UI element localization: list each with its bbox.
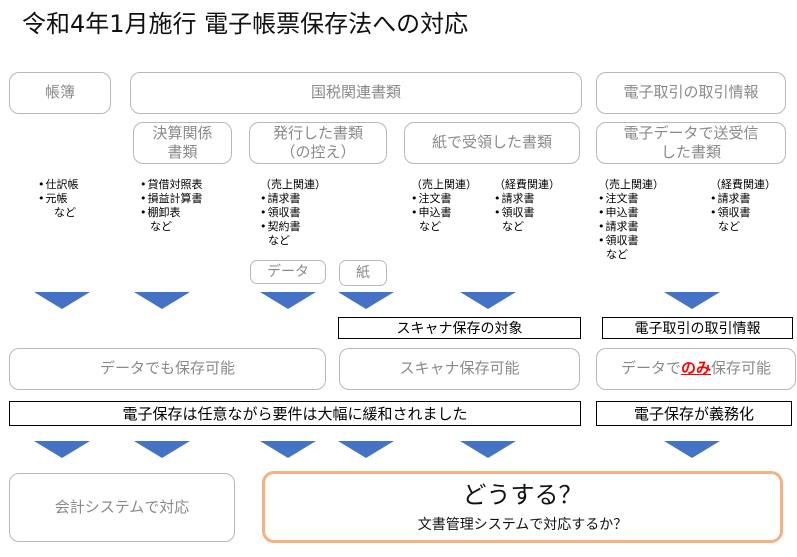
list-header: （売上関連） (598, 178, 664, 191)
list-item: 申込書 (598, 206, 664, 220)
hakko-box: 発行した書類（の控え） (249, 122, 387, 164)
data-tag: データ (250, 260, 326, 284)
list-item: など (150, 220, 172, 233)
chobo-list: 仕訳帳 元帳 など (38, 178, 79, 220)
data-tag-label: データ (267, 263, 309, 280)
kokuzei-label: 国税関連書類 (310, 83, 401, 102)
juryo-keihi-list: （経費関連） 請求書 領収書 など (494, 178, 560, 234)
data-only-label: データでのみ保存可能 (621, 359, 771, 379)
kokuzei-box: 国税関連書類 (130, 72, 582, 114)
list-item: 注文書 (411, 192, 477, 206)
down-arrow-icon (134, 441, 190, 458)
list-header: （経費関連） (494, 178, 560, 191)
kami-tag: 紙 (339, 260, 387, 286)
kessan-line2: 書類 (167, 143, 198, 161)
kaikei-box: 会計システムで対応 (9, 473, 235, 542)
hakko-line1: 発行した書類 (272, 123, 363, 142)
list-item: など (606, 248, 628, 261)
question-subtitle: 文書管理システムで対応するか？ (417, 517, 628, 533)
down-arrow-icon (34, 441, 90, 458)
data-hozon-box: データでも保存可能 (9, 348, 326, 390)
down-arrow-icon (338, 441, 394, 458)
list-header: （売上関連） (411, 178, 477, 191)
denshi-torihiki-box: 電子取引の取引情報 (596, 72, 786, 114)
list-item: 仕訳帳 (38, 178, 79, 192)
hakko-line2: （の控え） (280, 143, 356, 161)
scanner-hozon-label: スキャナ保存可能 (399, 359, 520, 378)
denshi-keihi-list: （経費関連） 請求書 領収書 など (710, 178, 776, 234)
data-only-pre: データで (620, 359, 681, 378)
gimuka-bar: 電子保存が義務化 (596, 401, 792, 426)
down-arrow-icon (460, 441, 516, 458)
scanner-hozon-box: スキャナ保存可能 (339, 348, 580, 390)
juryo-uriage-list: （売上関連） 注文書 申込書 など (411, 178, 477, 234)
data-only-post: 保存可能 (711, 359, 772, 378)
list-item: など (502, 220, 524, 233)
list-item: 損益計算書 (140, 192, 203, 206)
chobo-box: 帳簿 (9, 72, 111, 114)
list-item: など (419, 220, 441, 233)
gimuka-text: 電子保存が義務化 (633, 405, 754, 423)
list-item: 請求書 (494, 192, 560, 206)
list-header: （売上関連） (260, 178, 326, 191)
denshi-uriage-list: （売上関連） 注文書 申込書 請求書 領収書 など (598, 178, 664, 262)
list-item: など (54, 206, 76, 219)
chobo-label: 帳簿 (44, 83, 75, 102)
data-only-emphasis: のみ (680, 359, 711, 378)
denshi-torihiki-info-label: 電子取引の取引情報 (602, 317, 793, 339)
list-item: 申込書 (411, 206, 477, 220)
kami-juryo-box: 紙で受領した書類 (404, 122, 580, 164)
down-arrow-icon (460, 292, 516, 309)
down-arrow-icon (134, 292, 190, 309)
list-item: など (718, 220, 740, 233)
scanner-target-label: スキャナ保存の対象 (338, 317, 581, 339)
list-item: 領収書 (710, 206, 776, 220)
denshi-torihiki-label: 電子取引の取引情報 (623, 83, 759, 102)
kami-tag-label: 紙 (356, 264, 370, 281)
nin-i-text: 電子保存は任意ながら要件は大幅に緩和されました (122, 405, 468, 423)
denshi-torihiki-info-text: 電子取引の取引情報 (634, 321, 761, 337)
list-item: 請求書 (710, 192, 776, 206)
down-arrow-icon (664, 292, 720, 309)
list-item: 貸借対照表 (140, 178, 203, 192)
list-item: 領収書 (598, 234, 664, 248)
list-item: 領収書 (494, 206, 560, 220)
scanner-target-text: スキャナ保存の対象 (396, 321, 523, 337)
kessan-line1: 決算関係 (152, 123, 213, 142)
hakko-list: （売上関連） 請求書 領収書 契約書 など (260, 178, 326, 248)
down-arrow-icon (260, 292, 316, 309)
data-only-box: データでのみ保存可能 (596, 348, 796, 390)
kami-juryo-label: 紙で受領した書類 (431, 133, 552, 152)
list-item: 領収書 (260, 206, 326, 220)
down-arrow-icon (664, 441, 720, 458)
list-item: 契約書 (260, 220, 326, 234)
page-title: 令和4年1月施行 電子帳票保存法への対応 (22, 10, 469, 38)
list-item: 請求書 (260, 192, 326, 206)
list-item: 棚卸表 (140, 206, 203, 220)
kessan-list: 貸借対照表 損益計算書 棚卸表 など (140, 178, 203, 234)
list-header: （経費関連） (710, 178, 776, 191)
nin-i-bar: 電子保存は任意ながら要件は大幅に緩和されました (9, 401, 581, 426)
down-arrow-icon (260, 441, 316, 458)
down-arrow-icon (34, 292, 90, 309)
kessan-box: 決算関係書類 (133, 122, 232, 164)
list-item: 元帳 (38, 192, 79, 206)
list-item: 注文書 (598, 192, 664, 206)
denshi-data-box: 電子データで送受信した書類 (596, 122, 786, 164)
question-title: どうする？ (462, 481, 583, 509)
question-box: どうする？ 文書管理システムで対応するか？ (262, 471, 783, 543)
list-item: など (268, 234, 290, 247)
denshi-data-line2: した書類 (660, 143, 721, 161)
data-hozon-label: データでも保存可能 (99, 359, 235, 378)
kaikei-label: 会計システムで対応 (54, 497, 190, 516)
down-arrow-icon (338, 292, 394, 309)
denshi-data-line1: 電子データで送受信 (623, 123, 759, 142)
list-item: 請求書 (598, 220, 664, 234)
